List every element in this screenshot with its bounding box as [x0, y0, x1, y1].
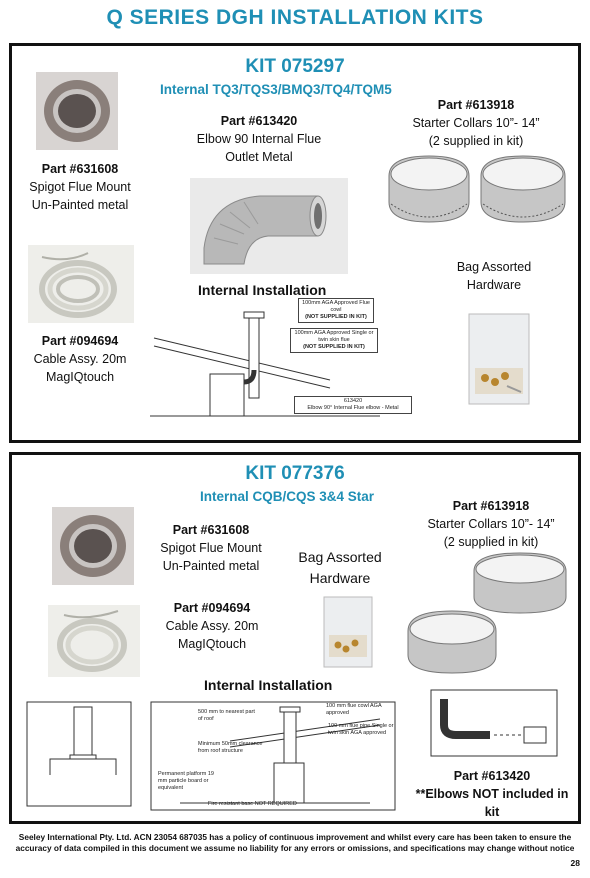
part-desc: Hardware [309, 570, 371, 586]
part-number: Part #613420 [453, 769, 531, 783]
part-number: Part #094694 [41, 334, 119, 348]
part-desc: Bag Assorted [298, 549, 382, 565]
kit-subtitle: Internal TQ3/TQS3/BMQ3/TQ4/TQM5 [160, 82, 392, 97]
part-desc: MagIQtouch [45, 370, 115, 384]
hardware-bag-photo [468, 313, 530, 405]
kit-077376-panel: KIT 077376 Internal CQB/CQS 3&4 Star Par… [9, 452, 581, 824]
page-number: 28 [570, 858, 580, 868]
label-roof-distance: 500 mm to nearest part of roof [198, 709, 255, 722]
part-desc: Cable Assy. 20m [165, 619, 259, 633]
label-text: 100mm AGA Approved Single or twin skin f… [294, 330, 374, 343]
part-desc: Starter Collars 10”- 14” [427, 517, 555, 531]
label-text: (NOT SUPPLIED IN KIT) [303, 344, 365, 350]
spigot-flue-mount-photo [52, 507, 134, 585]
part-desc: kit [484, 805, 500, 819]
part-number: Part #613918 [452, 499, 530, 513]
spigot-flue-mount-photo [36, 72, 118, 150]
starter-collars-photo [407, 552, 567, 674]
label-text: Elbow 90° Internal Flue elbow - Metal [307, 405, 399, 411]
part-number: Part #631608 [172, 523, 250, 537]
spigot-caption: Part #631608 Spigot Flue Mount Un-Painte… [16, 160, 144, 214]
page-title: Q SERIES DGH INSTALLATION KITS [106, 6, 484, 29]
part-desc: Un-Painted metal [31, 198, 129, 212]
part-desc: (2 supplied in kit) [443, 535, 539, 549]
kit-075297-panel: KIT 075297 Internal TQ3/TQS3/BMQ3/TQ4/TQ… [9, 43, 581, 443]
collars-caption: Part #613918 Starter Collars 10”- 14” (2… [412, 497, 570, 551]
label-flue-pipe: 100 mm flue pipe Single or twin skin AGA… [328, 723, 394, 736]
label-flue-cowl: 100mm AGA Approved Flue cowl (NOT SUPPLI… [298, 298, 374, 323]
footer-disclaimer: Seeley International Pty. Ltd. ACN 23054… [15, 832, 575, 853]
part-desc: Un-Painted metal [162, 559, 260, 573]
part-desc: **Elbows NOT included in [415, 787, 569, 801]
flue-through-ceiling-diagram [26, 701, 132, 807]
part-desc: Hardware [466, 278, 522, 292]
label-elbow: 613420 Elbow 90° Internal Flue elbow - M… [294, 396, 412, 414]
cable-caption: Part #094694 Cable Assy. 20m MagIQtouch [152, 599, 272, 653]
kit-title: KIT 075297 [245, 56, 345, 77]
part-desc: Cable Assy. 20m [33, 352, 127, 366]
part-desc: Elbow 90 Internal Flue [196, 132, 322, 146]
label-flue-pipe: 100mm AGA Approved Single or twin skin f… [290, 328, 378, 353]
label-clearance: Minimum 50mm clearance from roof structu… [198, 741, 263, 754]
part-number: Part #613420 [220, 114, 298, 128]
label-platform: Permanent platform 19 mm particle board … [158, 771, 214, 791]
part-number: Part #094694 [173, 601, 251, 615]
elbow-diagram [430, 689, 558, 757]
label-fire-base: Fire resistant base NOT REQUIRED [208, 801, 297, 807]
cable-assembly-photo [28, 245, 134, 323]
label-text: 100mm AGA Approved Flue cowl [302, 300, 370, 313]
label-text: 613420 [343, 398, 363, 404]
part-desc: Starter Collars 10”- 14” [412, 116, 540, 130]
installation-diagram [150, 311, 380, 417]
part-number: Part #631608 [41, 162, 119, 176]
part-number: Part #613918 [437, 98, 515, 112]
elbow-caption: Part #613420 **Elbows NOT included in ki… [412, 767, 572, 821]
part-desc: Bag Assorted [456, 260, 532, 274]
hardware-caption: Bag Assorted Hardware [284, 547, 396, 589]
hardware-bag-photo [323, 596, 373, 668]
collars-caption: Part #613918 Starter Collars 10”- 14” (2… [395, 96, 557, 150]
hardware-caption: Bag Assorted Hardware [442, 258, 546, 294]
cable-caption: Part #094694 Cable Assy. 20m MagIQtouch [16, 332, 144, 386]
label-flue-cowl: 100 mm flue cowl AGA approved [326, 703, 382, 716]
part-desc: Spigot Flue Mount [160, 541, 262, 555]
elbow-photo [190, 178, 348, 274]
installation-diagram [150, 701, 396, 811]
part-desc: (2 supplied in kit) [428, 134, 524, 148]
part-desc: MagIQtouch [177, 637, 247, 651]
starter-collars-photo [388, 155, 566, 223]
elbow-caption: Part #613420 Elbow 90 Internal Flue Outl… [184, 112, 334, 166]
kit-title: KIT 077376 [245, 463, 345, 484]
install-heading: Internal Installation [204, 677, 333, 693]
spigot-caption: Part #631608 Spigot Flue Mount Un-Painte… [146, 521, 276, 575]
install-heading: Internal Installation [198, 282, 327, 298]
part-desc: Outlet Metal [225, 150, 293, 164]
cable-assembly-photo [48, 605, 140, 677]
part-desc: Spigot Flue Mount [29, 180, 131, 194]
kit-subtitle: Internal CQB/CQS 3&4 Star [200, 489, 375, 504]
label-text: (NOT SUPPLIED IN KIT) [305, 314, 367, 320]
